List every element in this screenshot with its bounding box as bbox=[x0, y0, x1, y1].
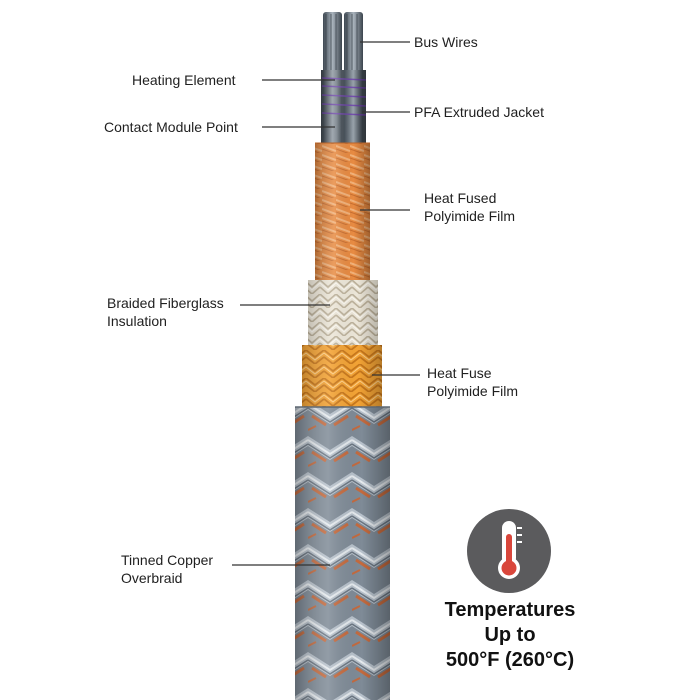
leader-lines bbox=[232, 41, 420, 566]
label-bus-wires: Bus Wires bbox=[414, 34, 478, 50]
heat-fused-film-upper bbox=[315, 142, 370, 281]
pfa-jacket bbox=[321, 70, 367, 144]
heat-fuse-film-lower bbox=[302, 345, 382, 408]
thermometer-icon bbox=[467, 509, 551, 593]
label-heat-fuse-film: Heat Fuse Polyimide Film bbox=[427, 365, 519, 399]
label-heating-element: Heating Element bbox=[132, 72, 236, 88]
label-overbraid: Tinned Copper Overbraid bbox=[121, 552, 214, 586]
label-pfa-jacket: PFA Extruded Jacket bbox=[414, 104, 544, 120]
label-contact-point: Contact Module Point bbox=[104, 119, 238, 135]
tinned-copper-overbraid bbox=[295, 406, 390, 700]
braided-fiberglass bbox=[308, 280, 378, 346]
label-heat-fused-film: Heat Fused Polyimide Film bbox=[424, 190, 516, 224]
label-braided-fiberglass: Braided Fiberglass Insulation bbox=[107, 295, 224, 329]
temperature-rating: Temperatures Up to 500°F (260°C) bbox=[444, 599, 576, 671]
